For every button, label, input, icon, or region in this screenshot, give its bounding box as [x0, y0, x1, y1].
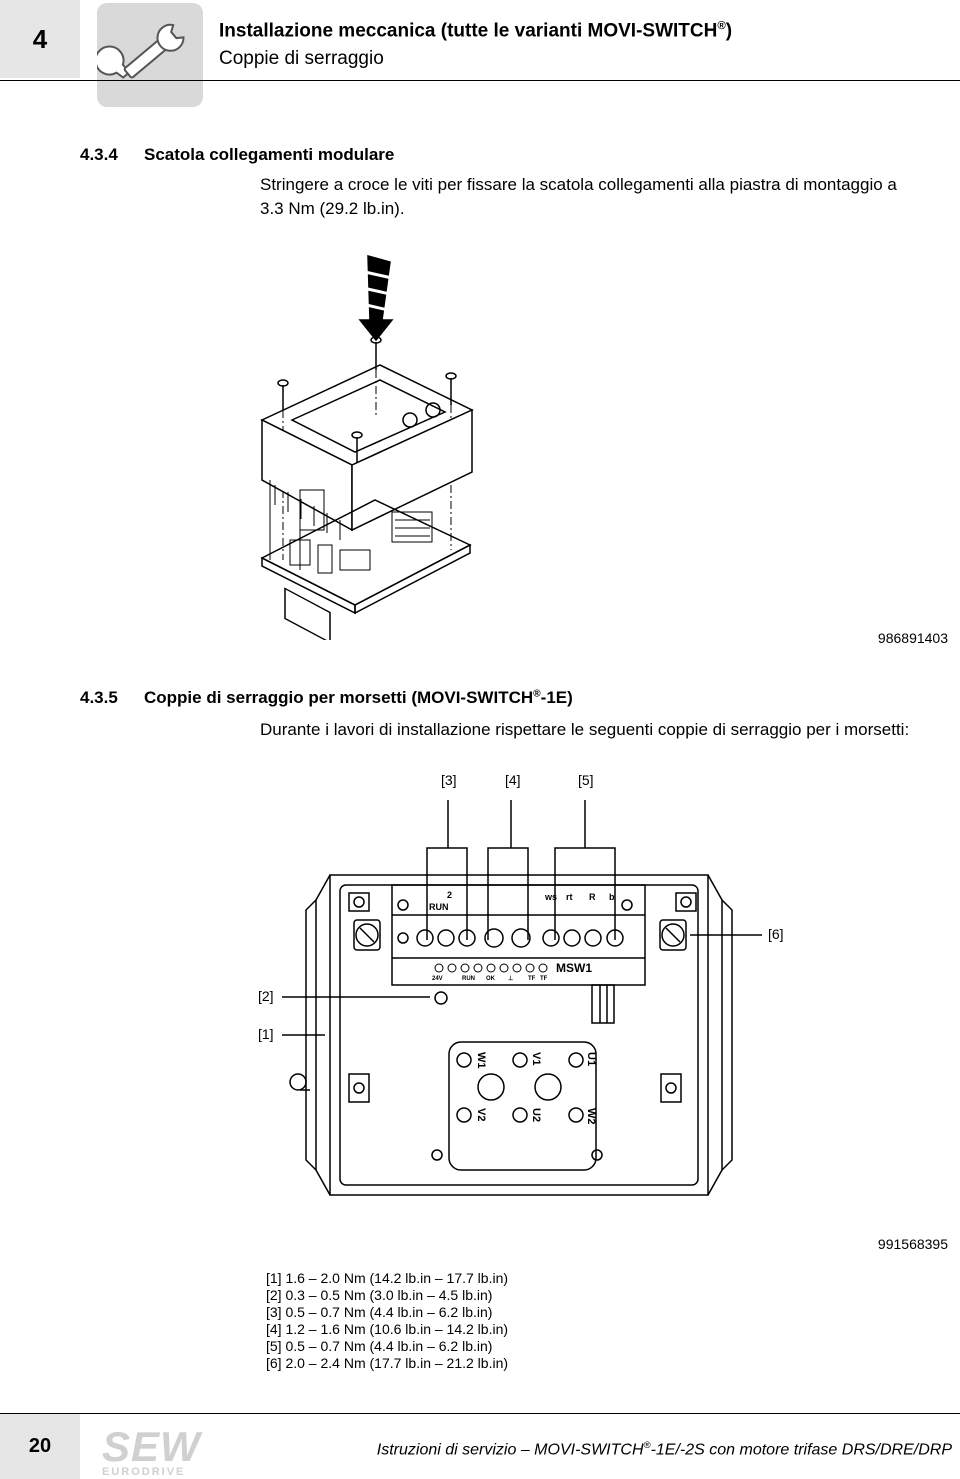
page-title: Installazione meccanica (tutte le varian… [219, 20, 733, 42]
connection-box-illustration [260, 255, 474, 640]
page-subtitle: Coppie di serraggio [219, 48, 384, 69]
svg-text:b: b [609, 892, 615, 902]
figure-id: 991568395 [877, 1236, 948, 1252]
svg-text:TF: TF [528, 976, 536, 982]
terminal-diagram: RUN 2 ws rt R b MSW1 24V RUN OK ⊥ TF TF … [282, 800, 762, 1196]
list-item: [1] 1.6 – 2.0 Nm (14.2 lb.in – 17.7 lb.i… [266, 1270, 509, 1286]
section-title: Coppie di serraggio per morsetti (MOVI-S… [144, 688, 573, 707]
svg-text:U1: U1 [585, 1052, 597, 1066]
footer-divider [0, 1413, 960, 1414]
list-item: [2] 0.3 – 0.5 Nm (3.0 lb.in – 4.5 lb.in) [266, 1287, 493, 1303]
section-title: Scatola collegamenti modulare [144, 145, 395, 164]
svg-text:ws: ws [544, 892, 557, 902]
svg-text:RUN: RUN [429, 902, 449, 912]
callout-1: [1] [258, 1026, 274, 1042]
svg-text:RUN: RUN [462, 976, 475, 982]
list-item: [5] 0.5 – 0.7 Nm (4.4 lb.in – 6.2 lb.in) [266, 1338, 493, 1354]
list-item: [6] 2.0 – 2.4 Nm (17.7 lb.in – 21.2 lb.i… [266, 1355, 509, 1371]
footer-text: Istruzioni di servizio – MOVI-SWITCH®-1E… [376, 1440, 952, 1459]
svg-text:OK: OK [486, 976, 496, 982]
section-text: Stringere a croce le viti per fissare la… [260, 175, 897, 218]
svg-text:⊥: ⊥ [508, 975, 513, 982]
svg-text:MSW1: MSW1 [556, 961, 592, 975]
chapter-number: 4 [0, 0, 80, 78]
wrench-icon [97, 3, 203, 107]
torque-list: [1] 1.6 – 2.0 Nm (14.2 lb.in – 17.7 lb.i… [266, 1270, 508, 1372]
svg-text:rt: rt [566, 892, 573, 902]
figure-id: 986891403 [877, 630, 948, 646]
svg-text:U2: U2 [530, 1108, 542, 1122]
svg-text:24V: 24V [432, 976, 443, 982]
svg-text:R: R [589, 892, 596, 902]
section-number: 4.3.4 [80, 145, 118, 164]
svg-text:TF: TF [540, 976, 548, 982]
list-item: [3] 0.5 – 0.7 Nm (4.4 lb.in – 6.2 lb.in) [266, 1304, 493, 1320]
callout-4: [4] [505, 772, 521, 788]
section-number: 4.3.5 [80, 688, 118, 707]
section-text: Durante i lavori di installazione rispet… [260, 720, 910, 739]
header-divider [0, 80, 960, 81]
svg-text:V1: V1 [530, 1052, 542, 1065]
svg-text:2: 2 [447, 890, 452, 900]
page-number: 20 [0, 1414, 80, 1479]
callout-3: [3] [441, 772, 457, 788]
company-logo: SEW EURODRIVE [102, 1423, 201, 1479]
svg-text:W2: W2 [585, 1108, 597, 1125]
svg-text:V2: V2 [475, 1108, 487, 1121]
callout-5: [5] [578, 772, 594, 788]
callout-2: [2] [258, 988, 274, 1004]
callout-6: [6] [768, 926, 784, 942]
list-item: [4] 1.2 – 1.6 Nm (10.6 lb.in – 14.2 lb.i… [266, 1321, 509, 1337]
svg-text:W1: W1 [475, 1052, 487, 1069]
